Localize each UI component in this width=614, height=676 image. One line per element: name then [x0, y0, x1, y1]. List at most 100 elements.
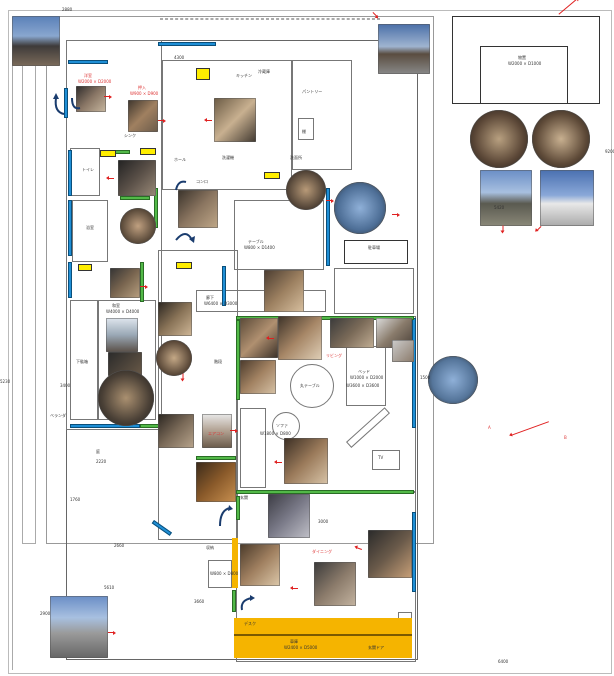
photo-5	[286, 170, 326, 210]
label-stairs: 階段	[214, 359, 222, 364]
label-western-room: 洋室	[84, 73, 92, 78]
window-left-1	[64, 88, 68, 118]
room-left-c	[70, 300, 98, 420]
curve-head-6	[250, 595, 255, 601]
label-closet: 押入	[138, 85, 146, 90]
door-2	[140, 262, 144, 302]
photo-2	[128, 100, 158, 132]
dim-left-total: 5230	[0, 379, 11, 384]
arrow-6	[392, 212, 400, 217]
tag-1	[100, 150, 116, 157]
dotted-line-top	[160, 18, 380, 20]
dim-mid-3: 2660	[114, 543, 125, 548]
carport	[334, 268, 414, 314]
door-4	[236, 320, 240, 400]
block-right-kitchen	[292, 60, 352, 170]
dim-right-total: 9200	[605, 149, 614, 154]
photo-12	[158, 302, 192, 336]
label-storage-size: W900 × D900	[130, 91, 159, 96]
door-11	[120, 196, 150, 200]
door-7	[236, 490, 414, 494]
dim-bottom: 5610	[104, 585, 115, 590]
photo-7	[178, 190, 218, 228]
dim-lot-left: 2900	[40, 611, 51, 616]
label-warehouse-size: W2000 × D1000	[508, 61, 542, 66]
small-box-300	[298, 118, 314, 140]
photo-yard	[480, 170, 532, 226]
label-stove: コンロ	[196, 179, 208, 184]
window-right-2	[412, 318, 416, 428]
round-table-large	[290, 364, 334, 408]
door-6	[196, 456, 236, 460]
tag-4	[78, 264, 92, 271]
window-left-4	[68, 262, 72, 298]
dim-outside-top: 4300	[174, 55, 185, 60]
arrow-5	[326, 198, 334, 203]
warehouse-inner	[480, 46, 568, 104]
window-right-1	[326, 188, 330, 266]
curve-arrow-2	[71, 97, 81, 110]
label-shoe-box: 下駄箱	[76, 359, 88, 364]
photo-18	[156, 340, 192, 376]
label-aircon: エアコン	[208, 431, 224, 436]
curve-head-5	[228, 505, 233, 511]
photo-side-right	[428, 356, 478, 404]
photo-warehouse-1	[470, 110, 528, 168]
label-table-size: W800 × D1400	[244, 245, 275, 250]
photo-29	[314, 562, 356, 606]
photo-23	[202, 414, 232, 448]
label-western-room-size: W2000 × D2000	[78, 79, 112, 84]
wing-left	[66, 40, 162, 430]
photo-15	[330, 318, 374, 348]
orange-area-left	[232, 538, 238, 588]
dim-bottom-mid: 3660	[194, 599, 205, 604]
dim-r1: 3000	[318, 519, 329, 524]
small-box-right	[372, 450, 400, 470]
dim-top-left: 2880	[62, 7, 73, 12]
label-front-door: 玄関ドア	[368, 645, 384, 650]
label-ldk-size: W6400 × D3000	[204, 301, 238, 306]
label-table: テーブル	[248, 239, 264, 244]
photo-8	[120, 208, 156, 244]
marker-a: A	[488, 425, 491, 430]
door-9	[232, 590, 236, 612]
tag-2	[140, 148, 156, 155]
photo-20	[392, 340, 414, 362]
window-left-2	[68, 150, 72, 196]
door-1	[154, 188, 158, 228]
photo-9	[110, 268, 140, 298]
photo-26	[268, 494, 310, 538]
label-bed-size: W1000 × D2000	[350, 375, 384, 380]
label-living-size: W3600 × D3600	[346, 383, 380, 388]
photo-4	[118, 160, 156, 196]
label-japanese-room-size: W4000 × D4000	[106, 309, 140, 314]
label-veranda: ベランダ	[50, 413, 66, 418]
arrow-1	[104, 94, 112, 99]
photo-11	[106, 318, 138, 352]
photo-1	[76, 86, 106, 112]
label-kitchen: キッチン	[236, 73, 252, 78]
window-mid	[222, 266, 226, 306]
label-washer: 洗濯機	[222, 155, 234, 160]
tag-3	[264, 172, 280, 179]
window-top-2	[68, 60, 108, 64]
photo-24	[284, 438, 328, 484]
photo-10	[264, 270, 304, 312]
left-edge-line	[12, 30, 13, 670]
photo-6	[334, 182, 386, 234]
stair-box	[240, 408, 266, 488]
curve-arrow-3	[175, 180, 187, 191]
dim-left-wing: 3400	[60, 383, 71, 388]
storage-box-right	[344, 240, 408, 264]
label-bed: ベッド	[358, 369, 370, 374]
site-boundary-inner	[46, 16, 434, 544]
room-left-b	[72, 200, 108, 262]
dim-side-right: 5420	[494, 205, 505, 210]
curve-arrow-1	[54, 97, 65, 115]
label-dining: ダイニング	[312, 549, 332, 554]
tag-5	[176, 262, 192, 269]
door-3	[236, 316, 414, 320]
dim-mid-1: 2220	[96, 459, 107, 464]
orange-divider	[234, 634, 412, 636]
